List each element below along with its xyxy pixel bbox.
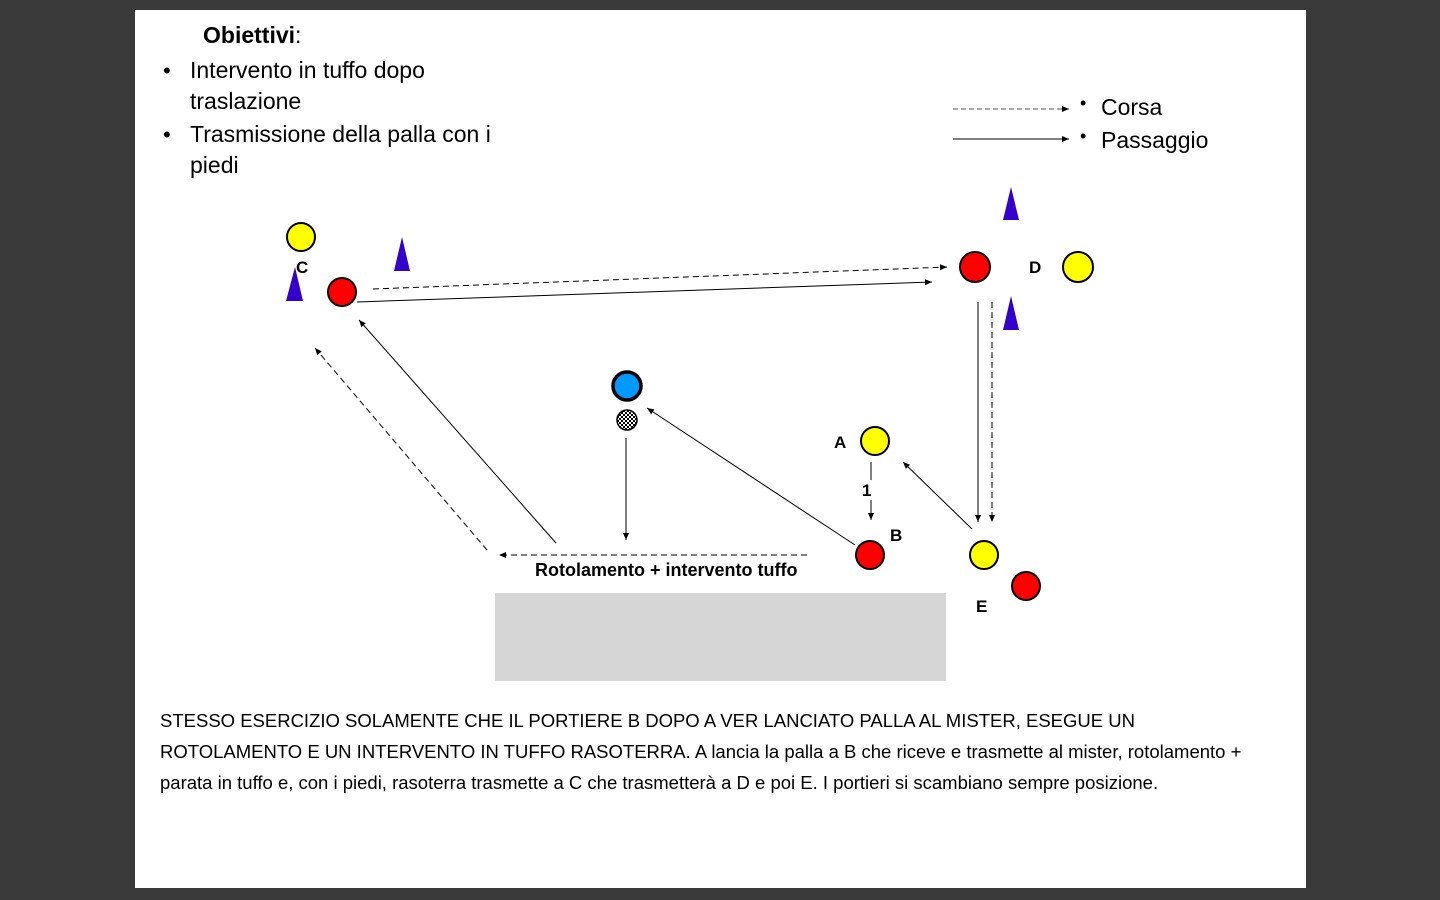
- player-c-red: [327, 277, 357, 307]
- legend-run: • Corsa: [1080, 93, 1163, 120]
- player-e-red: [1011, 571, 1041, 601]
- objectives-panel: Obiettivi: • Intervento in tuffo dopo tr…: [135, 10, 1306, 210]
- label-d: D: [1029, 258, 1042, 277]
- run-arrow-c-to-d: [372, 264, 948, 290]
- cone-icon: [1003, 187, 1019, 220]
- player-c-yellow: [286, 222, 316, 252]
- player-a-yellow: [860, 426, 890, 456]
- exercise-description: STESSO ESERCIZIO SOLAMENTE CHE IL PORTIE…: [160, 710, 1242, 793]
- label-c: C: [296, 258, 309, 277]
- run-arrow-to-c: [314, 347, 488, 551]
- pass-arrow-to-c: [358, 319, 557, 544]
- pass-arrow-e-to-a: [902, 461, 973, 530]
- label-e: E: [976, 597, 988, 616]
- player-d-yellow: [1062, 251, 1094, 283]
- label-step-one: 1: [862, 481, 872, 500]
- legend-pass: • Passaggio: [1080, 126, 1209, 153]
- goal-area: [495, 593, 946, 681]
- objectives-title: Obiettivi:: [203, 22, 302, 48]
- cone-icon: [286, 267, 303, 301]
- bullet-icon: •: [163, 58, 171, 83]
- ball-icon: [616, 409, 638, 431]
- slide: Obiettivi: • Intervento in tuffo dopo tr…: [135, 10, 1306, 888]
- drill-label: Rotolamento + intervento tuffo: [535, 560, 798, 580]
- player-d-red: [959, 251, 991, 283]
- cone-icon: [394, 237, 410, 271]
- objective-item: • Trasmissione della palla con i piedi: [163, 121, 491, 178]
- player-b-red: [855, 540, 885, 570]
- label-b: B: [890, 526, 903, 545]
- bullet-icon: •: [1080, 93, 1087, 113]
- pass-arrow-c-to-d: [356, 279, 933, 303]
- player-e-yellow: [969, 540, 999, 570]
- cone-icon: [1003, 296, 1019, 330]
- bullet-icon: •: [1080, 126, 1087, 146]
- drill-diagram: [286, 106, 1094, 601]
- label-a: A: [834, 433, 847, 452]
- pass-arrow-b-to-coach: [646, 407, 856, 546]
- objective-item: • Intervento in tuffo dopo traslazione: [163, 57, 425, 114]
- bullet-icon: •: [163, 122, 171, 147]
- coach-blue: [611, 370, 643, 402]
